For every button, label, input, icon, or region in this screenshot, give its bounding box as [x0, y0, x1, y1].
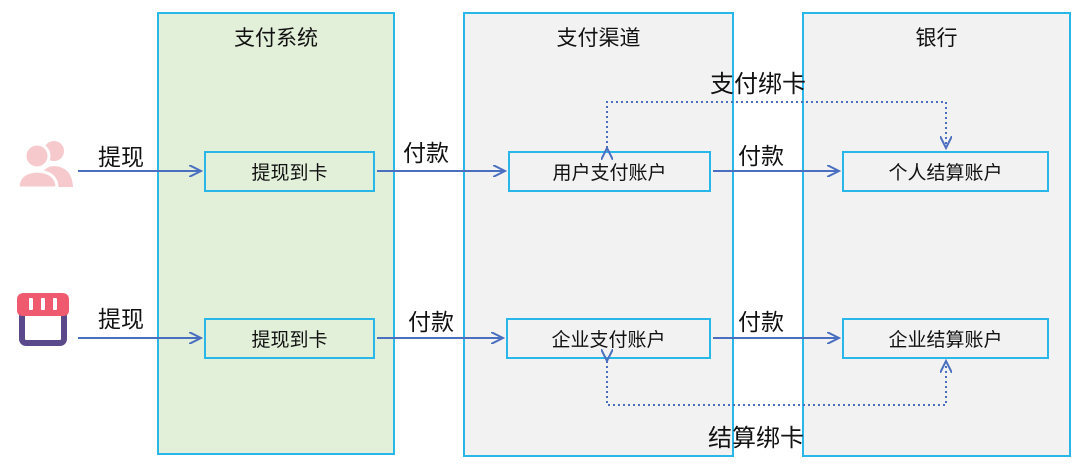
- payment-channel-column: 支付渠道: [463, 12, 734, 457]
- label-bind-settlement-card: 结算绑卡: [708, 424, 804, 452]
- users-icon: [17, 141, 73, 189]
- label-withdraw-user: 提现: [98, 145, 144, 171]
- withdraw-to-card-user-box: 提现到卡: [204, 151, 375, 192]
- dotted-link-settlement-binding: [607, 361, 946, 406]
- label-withdraw-merchant: 提现: [98, 307, 144, 333]
- withdraw-to-card-merchant-box: 提现到卡: [204, 318, 375, 359]
- shop-icon: [17, 293, 69, 346]
- label-bind-payment-card: 支付绑卡: [710, 70, 806, 98]
- bank-column: 银行: [802, 12, 1071, 457]
- label-pay-user-to-channel: 付款: [403, 141, 449, 167]
- payment-channel-title: 支付渠道: [556, 26, 641, 50]
- dotted-link-payment-binding: [607, 101, 946, 148]
- label-pay-user-to-bank: 付款: [738, 144, 784, 170]
- payment-system-title: 支付系统: [234, 26, 318, 50]
- payment-system-column: 支付系统: [157, 12, 395, 455]
- bank-title: 银行: [915, 26, 958, 50]
- label-pay-enterprise-to-bank: 付款: [738, 310, 784, 336]
- label-pay-merchant-to-channel: 付款: [408, 310, 454, 336]
